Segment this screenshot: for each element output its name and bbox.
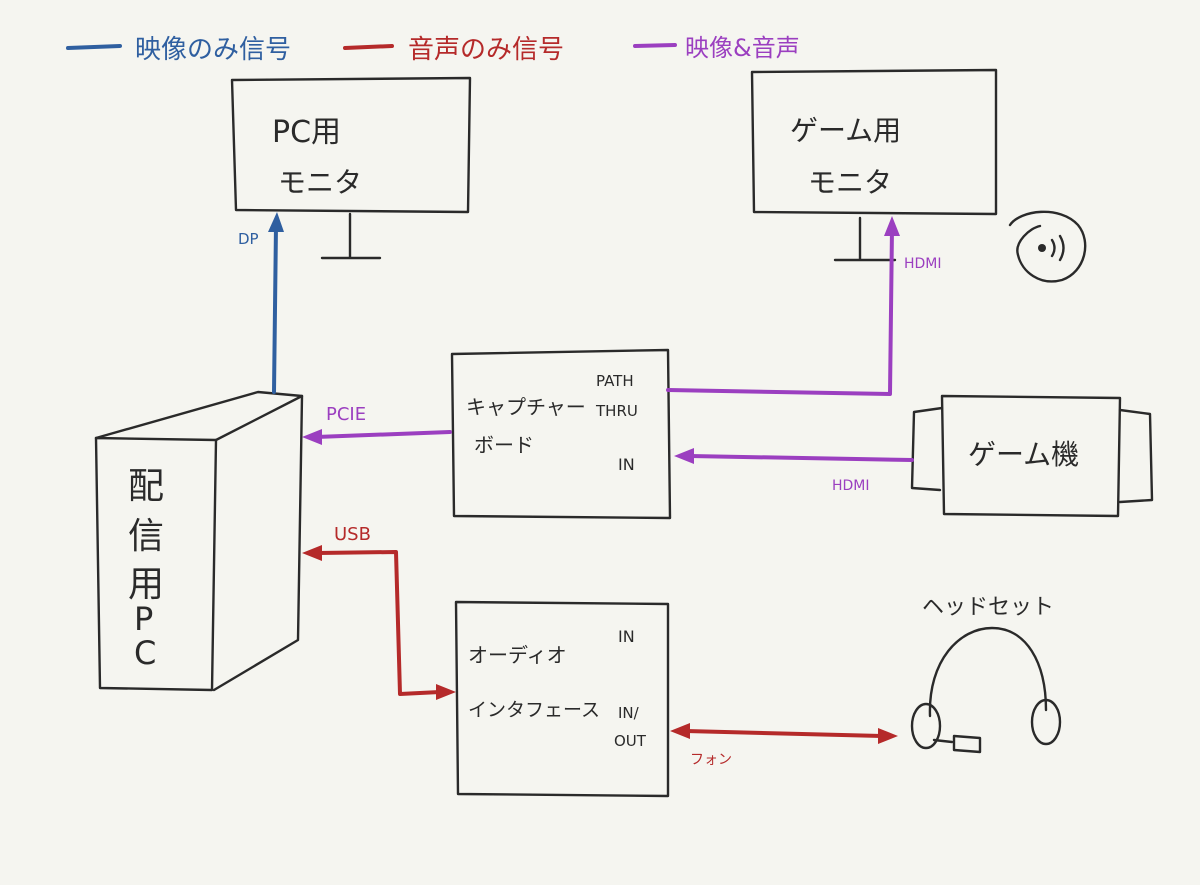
capture-port-in: IN xyxy=(618,455,635,474)
dp-label: DP xyxy=(238,230,259,248)
hdmi-monitor-label: HDMI xyxy=(904,256,942,272)
audio-interface-line1: オーディオ xyxy=(468,643,567,667)
connection-pcie: PCIE xyxy=(302,404,452,445)
legend-av-line xyxy=(633,43,677,48)
arrow-icon xyxy=(884,216,900,236)
pc-label-char-4: P xyxy=(134,600,153,638)
headset-icon xyxy=(910,626,1062,754)
console-right-grip xyxy=(1118,408,1154,504)
arrow-icon xyxy=(268,212,284,232)
pc-monitor-line1: PC用 xyxy=(272,115,341,150)
audio-interface-frame xyxy=(454,600,670,798)
phone-label: フォン xyxy=(690,752,732,768)
usb-line xyxy=(316,550,442,696)
capture-port-thru: THRU xyxy=(595,402,638,420)
legend-av-label: 映像&音声 xyxy=(685,34,800,62)
legend-audio-label: 音声のみ信号 xyxy=(408,35,564,65)
pc-label-char-3: 用 xyxy=(128,564,164,605)
arrow-icon xyxy=(674,448,694,464)
audio-port-inout-2: OUT xyxy=(614,732,647,750)
headset: ヘッドセット xyxy=(910,595,1062,754)
speaker-icon xyxy=(1008,210,1087,283)
pc-label-char-2: 信 xyxy=(128,516,164,557)
pc-monitor-line2: モニタ xyxy=(278,166,362,199)
dp-line xyxy=(272,223,278,394)
connection-usb: USB xyxy=(302,524,456,700)
capture-board-line1: キャプチャー xyxy=(466,395,586,419)
audio-port-inout-1: IN/ xyxy=(618,704,640,722)
arrow-icon xyxy=(878,728,898,744)
connection-phone: フォン xyxy=(670,723,898,768)
game-console: ゲーム機 xyxy=(910,394,1154,518)
audio-interface-line2: インタフェース xyxy=(468,699,600,721)
usb-label: USB xyxy=(334,524,371,545)
game-monitor-line2: モニタ xyxy=(808,166,892,199)
console-left-grip xyxy=(910,406,944,492)
arrow-icon xyxy=(670,723,690,739)
console-body xyxy=(940,394,1122,518)
arrow-icon xyxy=(436,684,456,700)
pc-monitor: PC用 モニタ xyxy=(230,76,472,260)
audio-interface: オーディオ インタフェース IN IN/ OUT xyxy=(454,600,670,798)
legend-audio-line xyxy=(343,44,394,50)
capture-port-path: PATH xyxy=(596,372,634,390)
phone-line xyxy=(684,729,884,738)
console-label: ゲーム機 xyxy=(968,438,1079,471)
game-monitor-line1: ゲーム用 xyxy=(790,114,901,147)
legend-video-line xyxy=(66,44,122,50)
pc-monitor-stand xyxy=(320,212,382,260)
arrow-icon xyxy=(302,545,322,561)
pcie-line xyxy=(314,430,452,439)
audio-port-in: IN xyxy=(618,627,635,646)
game-monitor: ゲーム用 モニタ xyxy=(750,68,998,262)
arrow-icon xyxy=(302,429,322,445)
connection-dp: DP xyxy=(238,212,284,394)
pc-side xyxy=(212,394,304,692)
pc-label-char-1: 配 xyxy=(128,466,164,507)
hdmi-monitor-line xyxy=(666,226,894,396)
game-monitor-frame xyxy=(750,68,998,216)
pcie-label: PCIE xyxy=(326,404,366,425)
pc-front xyxy=(94,436,218,692)
connection-hdmi-console: HDMI xyxy=(674,448,914,494)
pc-top xyxy=(94,390,304,442)
capture-board-frame xyxy=(450,348,672,520)
legend-video-label: 映像のみ信号 xyxy=(135,35,291,65)
connection-hdmi-monitor: HDMI xyxy=(666,216,942,396)
capture-board-line2: ボード xyxy=(474,433,534,457)
hdmi-console-label: HDMI xyxy=(832,478,870,494)
pc-label-char-5: C xyxy=(134,634,156,672)
hdmi-console-line xyxy=(688,454,914,462)
game-monitor-stand xyxy=(833,216,897,262)
legend: 映像のみ信号 音声のみ信号 映像&音声 xyxy=(66,34,800,65)
capture-board: キャプチャー ボード PATH THRU IN xyxy=(450,348,672,520)
headset-label: ヘッドセット xyxy=(922,595,1054,620)
pc-monitor-frame xyxy=(230,76,472,214)
streaming-pc: 配 信 用 P C xyxy=(94,390,304,692)
